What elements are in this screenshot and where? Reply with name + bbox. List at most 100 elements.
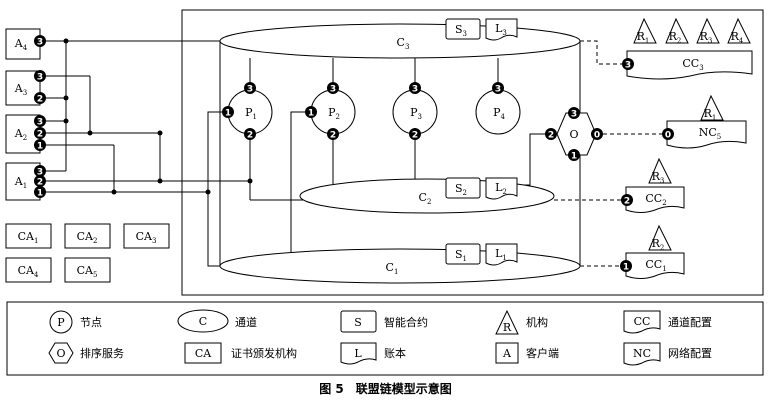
svg-text:0: 0 (665, 131, 671, 141)
svg-text:1: 1 (571, 152, 577, 162)
svg-text:排序服务: 排序服务 (80, 346, 124, 360)
port-o-2: 2 (545, 128, 557, 141)
port-a1-1: 1 (34, 186, 46, 199)
svg-text:3: 3 (330, 85, 336, 95)
svg-text:L2: L2 (495, 181, 507, 196)
peer-p3: P3 (392, 89, 438, 135)
svg-text:3: 3 (37, 38, 43, 48)
port-a1-3: 3 (34, 165, 46, 178)
channel-c2-label: C2 (419, 191, 432, 206)
port-a4-3: 3 (34, 35, 46, 48)
channel-pillars (219, 41, 581, 266)
port-markers: 3 3 2 3 2 1 3 2 1 3 1 2 3 1 2 3 2 3 3 2 … (34, 35, 674, 273)
ledger-l3: L3 (485, 18, 518, 41)
peer-p1: P1 (227, 89, 273, 135)
port-p1-3: 3 (244, 82, 256, 95)
port-o-0: 0 (591, 128, 603, 141)
port-a2-3: 3 (34, 115, 46, 128)
svg-text:3: 3 (37, 168, 43, 178)
svg-text:客户端: 客户端 (526, 346, 559, 360)
svg-text:P3: P3 (410, 106, 422, 121)
port-cc1-1: 1 (620, 260, 632, 273)
system-boundary (181, 9, 764, 296)
svg-text:CC3: CC3 (682, 57, 703, 72)
svg-text:1: 1 (225, 109, 231, 119)
config-links (554, 40, 663, 267)
ca-5: CA5 (64, 257, 111, 283)
svg-text:L: L (354, 347, 362, 360)
svg-text:1: 1 (623, 263, 629, 273)
client-a4: A4 (5, 28, 41, 60)
svg-text:智能合约: 智能合约 (384, 315, 428, 329)
svg-text:R4: R4 (731, 30, 744, 45)
svg-text:O: O (56, 347, 65, 360)
port-a3-3: 3 (34, 70, 46, 83)
svg-text:2: 2 (330, 131, 336, 141)
svg-text:2: 2 (624, 197, 630, 207)
legend-box (6, 301, 764, 376)
channel-config-cc3: CC3 (626, 50, 753, 80)
svg-text:A2: A2 (14, 127, 27, 142)
port-a1-2: 2 (34, 175, 46, 188)
contract-s2: S2 (445, 177, 481, 199)
channel-config-cc1: CC1 (625, 252, 685, 279)
svg-text:P: P (57, 316, 65, 329)
port-o-1: 1 (568, 149, 580, 162)
ca-4: CA4 (5, 257, 52, 283)
svg-text:R3: R3 (700, 30, 713, 45)
port-p2-1: 1 (305, 106, 317, 119)
ledger-l2: L2 (485, 177, 518, 200)
org-r4: R4 (727, 17, 751, 45)
legend-ledger: L 账本 (340, 342, 406, 365)
port-cc2-2: 2 (621, 194, 633, 207)
junction-dots (63, 38, 253, 195)
port-p2-3: 3 (327, 82, 339, 95)
svg-text:R1: R1 (704, 107, 717, 122)
svg-text:S: S (354, 316, 362, 329)
svg-text:3: 3 (247, 85, 253, 95)
port-p1-2: 2 (244, 128, 256, 141)
ca-1: CA1 (5, 223, 52, 249)
svg-text:CA2: CA2 (77, 230, 98, 245)
svg-text:CA: CA (195, 347, 212, 360)
channel-config-cc2: CC2 (625, 186, 685, 213)
svg-text:CA4: CA4 (18, 264, 39, 279)
channel-c1 (219, 248, 581, 284)
svg-text:R2: R2 (669, 30, 682, 45)
port-a2-2: 2 (34, 127, 46, 140)
svg-text:NC: NC (633, 347, 651, 360)
port-p3-3: 3 (409, 82, 421, 95)
svg-text:O: O (569, 128, 578, 141)
ca-3: CA3 (123, 223, 170, 249)
svg-text:C: C (199, 315, 207, 328)
svg-text:网络配置: 网络配置 (668, 346, 712, 360)
svg-text:3: 3 (37, 73, 43, 83)
legend-orderer: O 排序服务 (48, 342, 124, 364)
org-r1: R1 (633, 17, 657, 45)
svg-text:CA1: CA1 (18, 230, 39, 245)
port-nc5-0: 0 (662, 128, 674, 141)
legend-channel-config: CC 通道配置 (623, 310, 712, 334)
svg-text:2: 2 (247, 131, 253, 141)
org-r3-cc2: R3 (648, 157, 672, 185)
svg-text:1: 1 (37, 142, 43, 152)
org-r3: R3 (696, 17, 720, 45)
legend-ca: CA 证书颁发机构 (184, 342, 297, 364)
svg-text:NC5: NC5 (699, 126, 722, 141)
svg-text:3: 3 (625, 61, 631, 71)
svg-text:2: 2 (548, 131, 554, 141)
svg-text:CC: CC (634, 315, 651, 328)
contract-s1: S1 (445, 243, 481, 265)
svg-text:CC2: CC2 (645, 192, 666, 207)
svg-text:证书颁发机构: 证书颁发机构 (231, 346, 297, 360)
ca-2: CA2 (64, 223, 111, 249)
svg-text:R3: R3 (652, 170, 665, 185)
port-p1-1: 1 (222, 106, 234, 119)
svg-text:3: 3 (37, 118, 43, 128)
port-a3-2: 2 (34, 92, 46, 105)
svg-text:2: 2 (37, 178, 43, 188)
svg-text:2: 2 (412, 131, 418, 141)
svg-text:1: 1 (37, 189, 43, 199)
svg-text:A3: A3 (14, 82, 27, 97)
legend: P 节点 C 通道 S 智能合约 R 机构 CC 通道配置 O 排序服务 (6, 301, 764, 376)
